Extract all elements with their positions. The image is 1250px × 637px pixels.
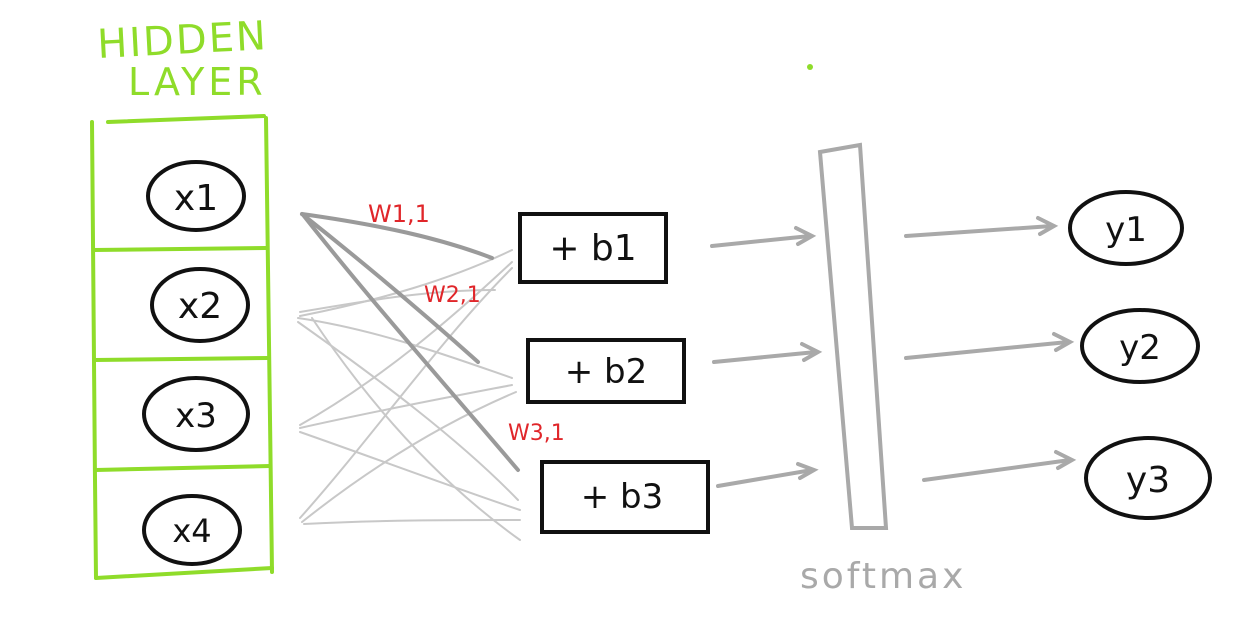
weight-label-w11: W1,1 [368,200,430,228]
hidden-layer-title-line1: HIDDEN [96,13,269,68]
weight-label-w21: W2,1 [424,283,481,308]
softmax-label: softmax [800,556,966,597]
output-node-3: y3 [1084,436,1212,520]
output-node-1-label: y1 [1105,210,1147,250]
hidden-layer-title-line2: LAYER [128,60,267,104]
bias-node-2: + b2 [526,338,686,404]
bias-node-2-label: + b2 [565,352,648,392]
input-node-4-label: x4 [172,512,211,550]
input-node-1-label: x1 [174,178,218,219]
output-node-1: y1 [1068,190,1184,266]
input-node-1: x1 [146,160,246,232]
highlight-connections [300,212,520,472]
connections [297,249,521,541]
stray-dot [807,64,813,70]
output-node-2: y2 [1080,308,1200,384]
hidden-layer-box [90,114,274,580]
input-node-3-label: x3 [175,396,217,436]
input-node-2: x2 [150,267,250,343]
arrows-to-outputs [904,216,1077,482]
softmax-bar [817,142,889,530]
input-node-3: x3 [142,376,250,452]
weight-label-w31: W3,1 [508,421,565,446]
bias-node-3-label: + b3 [581,477,664,517]
output-node-2-label: y2 [1119,328,1161,368]
bias-node-1-label: + b1 [549,228,636,269]
output-node-3-label: y3 [1126,460,1170,501]
arrows-to-softmax [710,226,823,488]
input-node-4: x4 [142,494,242,566]
bias-node-1: + b1 [518,212,668,284]
bias-node-3: + b3 [540,460,710,534]
input-node-2-label: x2 [178,286,222,327]
hidden-layer-title: HIDDEN LAYER [96,13,269,104]
